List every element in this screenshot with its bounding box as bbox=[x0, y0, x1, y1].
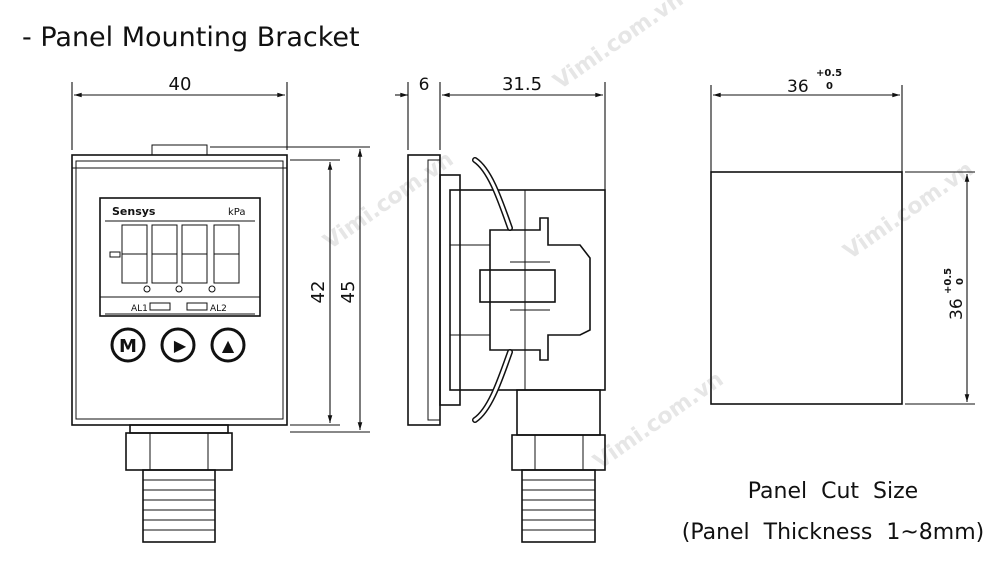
cutout-height-tol-upper: +0.5 bbox=[943, 268, 954, 294]
alarm-label-2: AL2 bbox=[210, 304, 227, 314]
seven-segment-display bbox=[109, 224, 240, 293]
dim-height-outer-label: 45 bbox=[338, 281, 359, 304]
mode-icon: M bbox=[119, 336, 137, 357]
alarm-led-2 bbox=[186, 302, 208, 311]
dim-panel-label: 6 bbox=[419, 75, 430, 95]
dim-depth-label: 31.5 bbox=[502, 74, 542, 95]
watermark: Vimi.com.vn bbox=[589, 367, 728, 475]
side-view: 6 31.5 bbox=[395, 74, 606, 543]
dim-height-inner-label: 42 bbox=[308, 281, 329, 304]
cutout-caption: Panel Cut Size bbox=[748, 479, 918, 504]
shift-button: ▶ bbox=[160, 327, 196, 363]
cutout-height-label: 36 bbox=[947, 298, 967, 320]
panel-cutout: 36 +0.5 0 36 +0.5 0 Panel Cut Size (Pane… bbox=[682, 68, 985, 545]
up-arrow-icon: ▲ bbox=[222, 336, 235, 355]
watermark: Vimi.com.vn bbox=[839, 157, 978, 265]
alarm-label-1: AL1 bbox=[131, 304, 148, 314]
page-title: - Panel Mounting Bracket bbox=[22, 22, 360, 53]
front-view: 40 42 45 Sensys kPa AL1 AL2 bbox=[71, 74, 370, 543]
mode-button: M bbox=[110, 327, 146, 363]
cutout-width-tol-upper: +0.5 bbox=[816, 68, 842, 79]
dim-width-label: 40 bbox=[169, 74, 192, 95]
alarm-led-1 bbox=[149, 302, 171, 311]
panel-thickness-note: (Panel Thickness 1~8mm) bbox=[682, 520, 985, 545]
cutout-height-tol-lower: 0 bbox=[955, 278, 966, 285]
cutout-width-label: 36 bbox=[787, 77, 809, 97]
unit-label: kPa bbox=[228, 207, 246, 218]
play-arrow-icon: ▶ bbox=[174, 336, 187, 355]
up-button: ▲ bbox=[210, 327, 246, 363]
brand-logo: Sensys bbox=[112, 205, 156, 218]
cutout-width-tol-lower: 0 bbox=[826, 81, 833, 92]
watermark: Vimi.com.vn bbox=[549, 0, 688, 95]
watermark: Vimi.com.vn bbox=[319, 147, 458, 255]
